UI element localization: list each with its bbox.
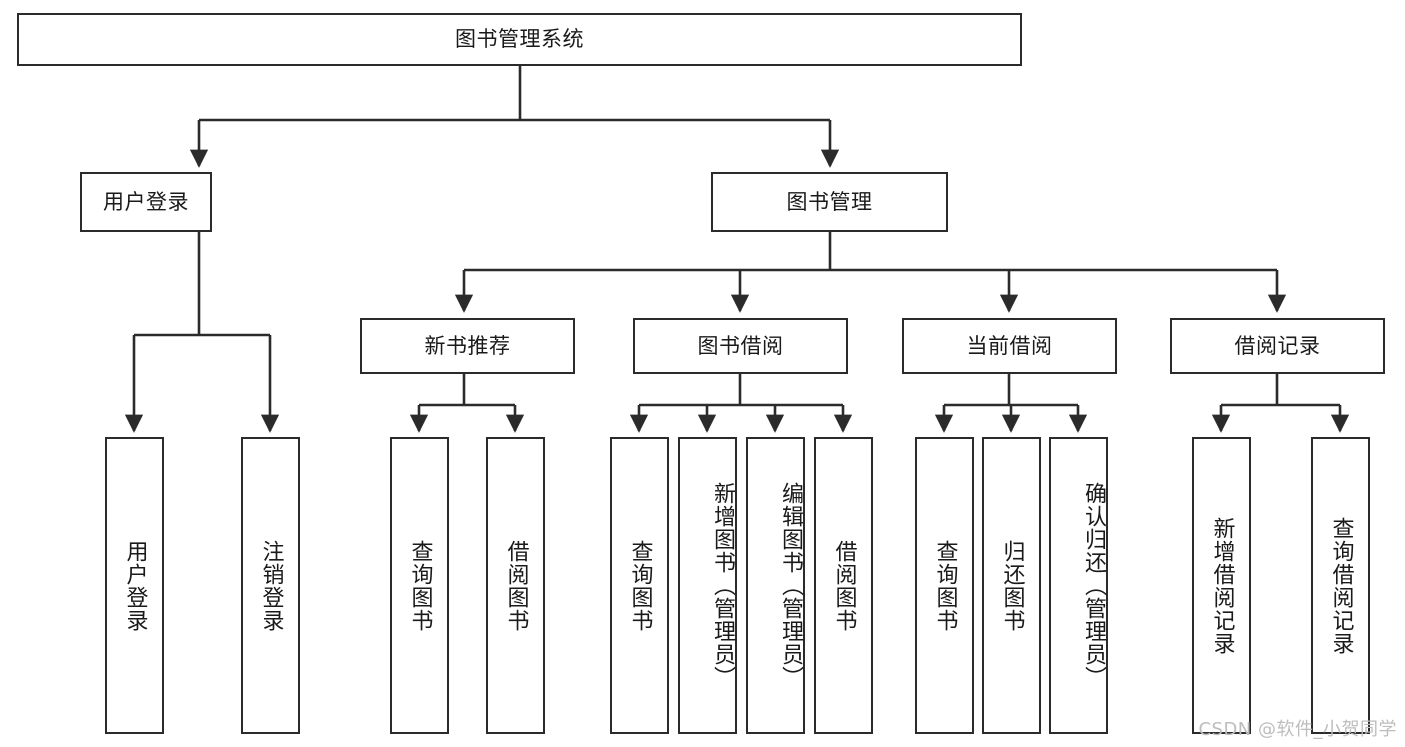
node-book-management[interactable]: 图书管理: [711, 172, 948, 232]
leaf-confirm-return-admin[interactable]: 确认归还（管理员）: [1049, 437, 1108, 734]
leaf-return-book[interactable]: 归还图书: [982, 437, 1041, 734]
node-root[interactable]: 图书管理系统: [17, 13, 1022, 66]
leaf-query-borrow-record[interactable]: 查询借阅记录: [1311, 437, 1370, 734]
leaf-edit-book-admin[interactable]: 编辑图书（管理员）: [746, 437, 805, 734]
leaf-borrow-book-borrow[interactable]: 借阅图书: [814, 437, 873, 734]
leaf-query-book-current[interactable]: 查询图书: [915, 437, 974, 734]
node-book-borrow[interactable]: 图书借阅: [633, 318, 848, 374]
node-borrow-record[interactable]: 借阅记录: [1170, 318, 1385, 374]
leaf-query-book-newbook[interactable]: 查询图书: [390, 437, 449, 734]
leaf-add-borrow-record[interactable]: 新增借阅记录: [1192, 437, 1251, 734]
leaf-borrow-book-newbook[interactable]: 借阅图书: [486, 437, 545, 734]
node-new-book-recommendation[interactable]: 新书推荐: [360, 318, 575, 374]
leaf-query-book-borrow[interactable]: 查询图书: [610, 437, 669, 734]
node-user-login[interactable]: 用户登录: [80, 172, 212, 232]
node-current-borrow[interactable]: 当前借阅: [902, 318, 1117, 374]
leaf-user-login[interactable]: 用户登录: [105, 437, 164, 734]
leaf-logout[interactable]: 注销登录: [241, 437, 300, 734]
leaf-add-book-admin[interactable]: 新增图书（管理员）: [678, 437, 737, 734]
